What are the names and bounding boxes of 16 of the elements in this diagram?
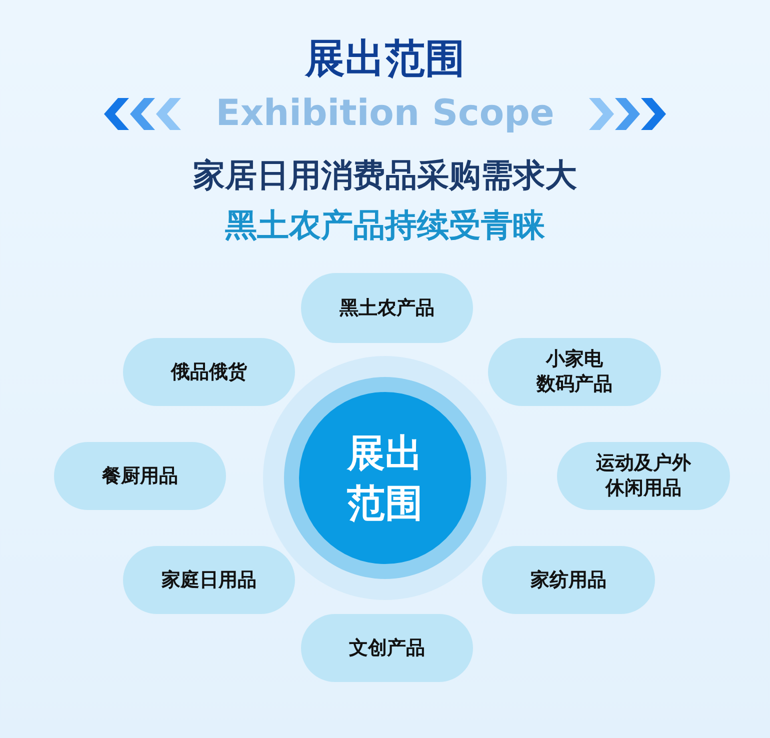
- category-label: 家纺用品: [530, 568, 606, 592]
- category-label: 文创产品: [349, 636, 425, 660]
- category-label: 俄品俄货: [171, 360, 247, 384]
- category-label: 小家电数码产品: [536, 347, 612, 397]
- english-caption: Exhibition Scope: [216, 92, 554, 136]
- category-pill: [123, 338, 295, 406]
- category-label: 运动及户外休闲用品: [595, 451, 692, 501]
- title-heading: 展出范围: [305, 35, 465, 84]
- category-label: 餐厨用品: [102, 464, 178, 488]
- category-pill: [482, 546, 655, 614]
- center-label: 展出范围: [346, 430, 424, 527]
- subtitle-line: 黑土农产品持续受青睐: [225, 205, 545, 246]
- category-label: 黑土农产品: [340, 296, 434, 320]
- category-label: 家庭日用品: [162, 568, 256, 592]
- category-pill: [123, 546, 295, 614]
- subtitle-line: 家居日用消费品采购需求大: [193, 155, 577, 196]
